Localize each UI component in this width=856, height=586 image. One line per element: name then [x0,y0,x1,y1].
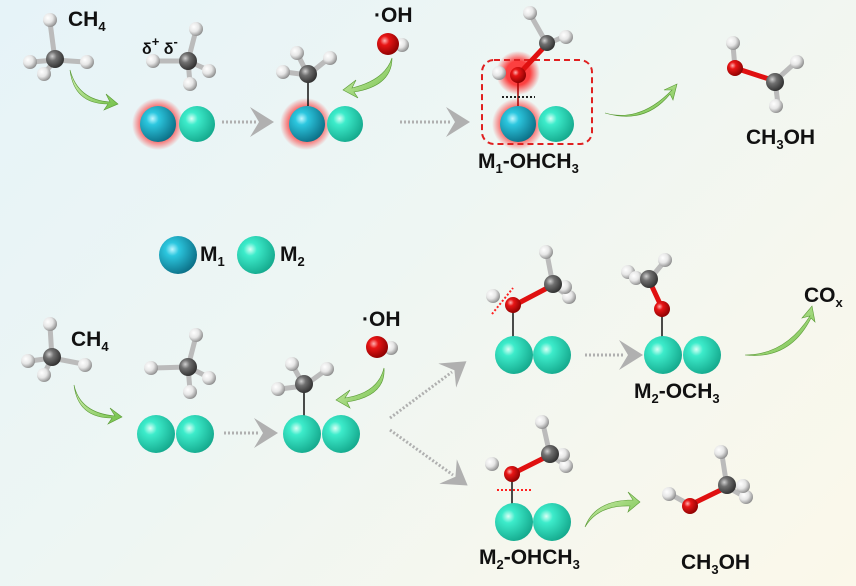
oxygen-atom [510,67,526,83]
hydrogen-atom [80,55,94,69]
legend-m2-atom [237,236,275,274]
ch3-adsorbed-top [276,46,363,150]
m1-ohch3-label: M1-OHCH3 [478,150,579,176]
carbon-atom [179,52,197,70]
m2-atom [322,415,360,453]
hydrogen-atom [43,13,57,27]
carbon-atom [718,476,736,494]
ch3oh-label-top: CH3OH [746,126,816,152]
curved-arrow-icon [342,57,393,99]
m2-atom [495,336,533,374]
curved-arrow-icon [73,384,123,425]
carbon-atom [539,35,555,51]
hydrogen-atom [37,67,51,81]
m-o-bond-break-intermediate [485,415,573,541]
ch4-label-top: CH4 [68,8,106,34]
oh-radical-top [377,33,409,55]
m1-m2-site-1 [132,98,215,150]
oxygen-atom [366,336,388,358]
carbon-atom [43,348,61,366]
carbon-atom [544,275,562,293]
oxygen-atom [654,301,670,317]
polarization-label: δ+ δ- [142,34,178,58]
curved-arrow-icon [69,69,119,111]
oxygen-atom [504,466,520,482]
m2-atom [533,503,571,541]
polarized-ch4-molecule [146,22,216,91]
legend-m1-label: M1 [200,243,225,269]
bond-break-line [491,287,514,315]
dotted-branch-arrow-up [389,361,467,420]
curved-arrow-icon [584,491,641,528]
m2-atom [179,106,215,142]
carbon-atom [295,375,313,393]
m1-ohch3-intermediate [481,6,593,150]
ch3oh-molecule-bottom [662,445,753,514]
m1-atom [500,106,536,142]
m2-atom [176,415,214,453]
dotted-branch-arrow-down [389,428,468,486]
hydrogen-atom [23,55,37,69]
m2-och3-label: M2-OCH3 [634,380,720,406]
cox-label: COx [804,284,843,310]
ch3oh-label-bottom: CH3OH [681,551,751,577]
ch4-label-bottom: CH4 [71,328,109,354]
curved-arrow-icon [744,305,816,356]
carbon-atom [46,50,64,68]
m2-atom [683,336,721,374]
oxygen-atom [682,498,698,514]
carbon-atom [640,270,658,288]
dashed-highlight-box [481,59,593,145]
carbon-atom [766,73,784,91]
ch4-molecule-top [23,13,94,81]
curved-arrow-icon [335,367,385,409]
oh-radical-label-top: ·OH [374,4,413,27]
legend-m2-label: M2 [280,243,305,269]
oxygen-atom [727,60,743,76]
oh-radical-label-bottom: ·OH [362,308,401,331]
carbon-atom [179,358,197,376]
ch3-adsorbed-bottom [271,357,360,453]
oxygen-atom [505,297,521,313]
carbon-atom [541,445,559,463]
carbon-atom [299,65,317,83]
curved-arrow-icon [604,83,678,117]
m1-atom [289,106,325,142]
m2-atom [538,106,574,142]
m2-atom [533,336,571,374]
m2-ohch3-label: M2-OHCH3 [479,546,580,572]
ch4-molecule-bottom [21,317,92,382]
oxygen-atom [377,33,399,55]
m1-atom [140,106,176,142]
ch3oh-molecule-top [726,36,804,113]
m2-atom [137,415,175,453]
m2-atom [495,503,533,541]
ch4-near-surface-bottom [137,328,216,453]
m2-atom [283,415,321,453]
m2-atom [644,336,682,374]
m2-och3-intermediate [621,253,721,374]
legend-m1-atom [159,236,197,274]
oh-bond-break-intermediate [486,245,576,374]
m2-atom [327,106,363,142]
oh-radical-bottom [366,336,398,358]
